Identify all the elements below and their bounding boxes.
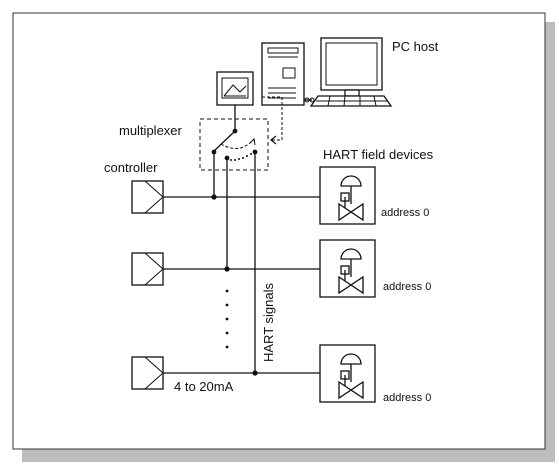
hart-field-devices-label: HART field devices bbox=[323, 147, 434, 162]
field-device-1-icon bbox=[319, 166, 376, 225]
field-device-3-icon bbox=[319, 344, 376, 403]
more-loops-ellipsis bbox=[225, 289, 229, 349]
interface-box-icon bbox=[216, 71, 254, 106]
serial-connector-icon bbox=[304, 97, 315, 103]
control-link-arrow bbox=[270, 135, 277, 145]
field-device-2-icon bbox=[319, 239, 376, 298]
controller-2-icon bbox=[131, 252, 164, 286]
pc-host-label: PC host bbox=[392, 39, 439, 54]
controller-label: controller bbox=[104, 160, 158, 175]
pc-tower-icon bbox=[261, 42, 305, 106]
control-link bbox=[262, 96, 283, 141]
controller-3-icon bbox=[131, 356, 164, 390]
device-2-address: address 0 bbox=[383, 281, 431, 293]
keyboard-icon bbox=[309, 95, 393, 107]
controller-1-icon bbox=[131, 180, 164, 214]
multiplexer-label: multiplexer bbox=[119, 123, 183, 138]
current-range-label: 4 to 20mA bbox=[174, 379, 234, 394]
device-3-address: address 0 bbox=[383, 392, 431, 404]
monitor-icon bbox=[320, 37, 383, 97]
device-1-address: address 0 bbox=[381, 207, 429, 219]
hart-signals-label: HART signals bbox=[261, 283, 276, 362]
